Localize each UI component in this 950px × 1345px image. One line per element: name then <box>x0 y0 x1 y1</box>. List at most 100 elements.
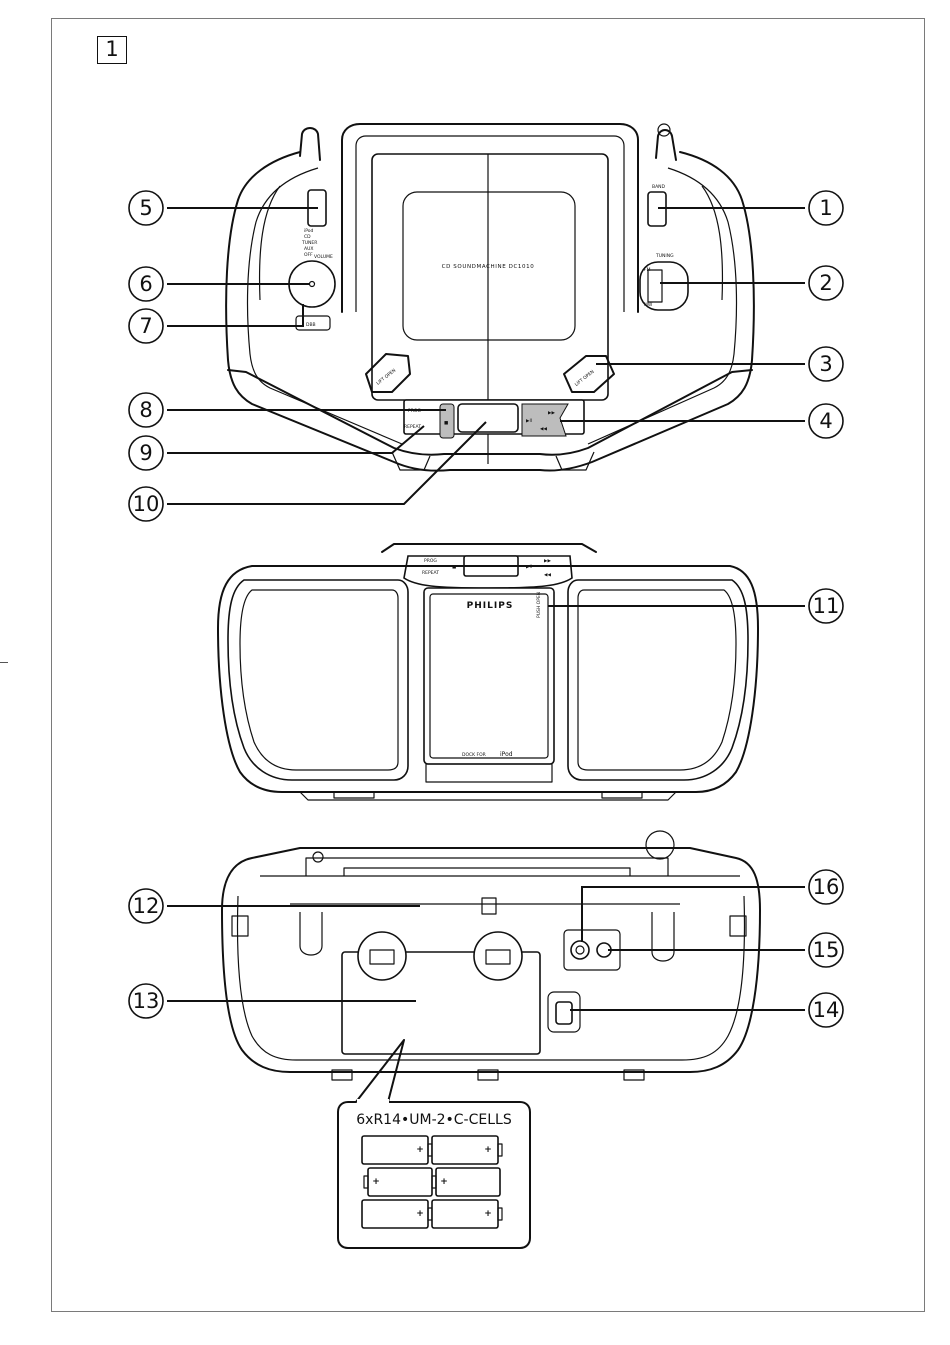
repeat-label: REPEAT <box>404 424 421 430</box>
battery-callout-frame <box>337 1039 531 1249</box>
callout-circle-4 <box>808 403 844 439</box>
stop-symbol: ■ <box>444 421 448 426</box>
cd-lid <box>371 153 609 401</box>
back-hook-right <box>729 915 747 937</box>
carry-handle <box>341 123 639 313</box>
back-body-outline <box>221 847 761 1073</box>
callout-number-9: 9 <box>139 441 152 465</box>
callout-circle-3 <box>808 346 844 382</box>
aux-in-jack-center <box>575 945 585 955</box>
lcd-display <box>457 403 519 433</box>
back-foot-left <box>331 1069 353 1081</box>
top-feet <box>391 451 595 471</box>
battery-callout: 6xR14•UM-2•C-CELLS + + + + + + <box>337 1039 531 1249</box>
push-open-label: PUSH OPEN <box>536 592 542 618</box>
callout-circle-13 <box>128 983 164 1019</box>
front-foot-left <box>333 791 375 799</box>
callout-circle-1 <box>808 190 844 226</box>
play-pause-symbol: ▶II <box>526 418 532 424</box>
antenna-right <box>655 129 677 161</box>
back-handle <box>305 857 669 876</box>
callout-circle-9 <box>128 435 164 471</box>
stop-button[interactable] <box>439 403 455 439</box>
back-bracket-left <box>299 912 323 956</box>
battery-cell-4-tip <box>431 1175 437 1189</box>
speaker-grille-left <box>227 579 409 781</box>
callout-number-11: 11 <box>813 594 840 618</box>
callout-number-14: 14 <box>813 998 840 1022</box>
antenna-knob <box>657 123 671 137</box>
source-label-4: OFF <box>304 252 313 258</box>
front-repeat-label: REPEAT <box>422 570 439 576</box>
back-view <box>221 830 761 1081</box>
dock-base <box>425 763 553 783</box>
callout-circle-8 <box>128 392 164 428</box>
transport-buttons[interactable] <box>521 403 569 437</box>
front-prog-label: PROG <box>424 558 437 564</box>
aux-in-jack[interactable] <box>570 940 590 960</box>
battery-cell-5-plus: + <box>416 1209 424 1219</box>
callout-circle-15 <box>808 932 844 968</box>
battery-latch-right-slot <box>485 949 511 965</box>
ipod-dock-inner <box>429 593 549 759</box>
dbb-button[interactable] <box>295 315 331 331</box>
mw-label: MW <box>644 302 653 308</box>
back-antenna-knob <box>645 830 675 860</box>
battery-cell-4-plus: + <box>440 1177 448 1187</box>
battery-latch-left[interactable] <box>357 931 407 981</box>
callout-number-12: 12 <box>133 894 160 918</box>
callout-circle-11 <box>808 588 844 624</box>
front-body-base <box>299 791 677 801</box>
top-body-outline <box>225 151 755 472</box>
battery-latch-right[interactable] <box>473 931 523 981</box>
callout-number-15: 15 <box>813 938 840 962</box>
tuning-label: TUNING <box>655 253 674 259</box>
back-body-inner <box>236 875 746 1061</box>
callout-number-16: 16 <box>813 875 840 899</box>
source-label-2: TUNER <box>301 240 317 246</box>
source-label-0: iPod <box>304 228 314 234</box>
ipod-dock-door[interactable] <box>423 587 555 765</box>
margin-tick <box>0 662 8 663</box>
leader-7 <box>167 304 304 327</box>
lift-open-tab-left <box>365 353 411 393</box>
source-label-3: AUX <box>304 246 313 252</box>
front-foot-right <box>601 791 643 799</box>
callout-circle-7 <box>128 308 164 344</box>
callout-circle-14 <box>808 992 844 1028</box>
back-hook-left <box>231 915 249 937</box>
tuning-knob[interactable] <box>639 261 689 311</box>
callout-number-7: 7 <box>139 314 152 338</box>
callout-number-2: 2 <box>819 271 832 295</box>
callout-circle-10 <box>128 486 164 522</box>
battery-cell-3-tip <box>363 1175 369 1189</box>
back-foot-middle <box>477 1069 499 1081</box>
back-bracket-right <box>651 912 675 962</box>
back-foot-right <box>623 1069 645 1081</box>
cd-window <box>402 191 576 341</box>
leader-9 <box>167 425 425 454</box>
figure-number-box: 1 <box>97 36 127 64</box>
battery-cell-3-plus: + <box>372 1177 380 1187</box>
figure-frame <box>51 18 925 1312</box>
front-stop-symbol: ■ <box>452 565 456 570</box>
antenna-left <box>299 127 321 161</box>
figure-number: 1 <box>105 37 119 61</box>
callout-number-8: 8 <box>139 398 152 422</box>
battery-cell-2-tip <box>497 1143 503 1157</box>
battery-cell-6-tip <box>497 1207 503 1221</box>
callout-number-10: 10 <box>133 492 160 516</box>
battery-spec-label: 6xR14•UM-2•C-CELLS <box>356 1112 512 1128</box>
ac-mains-socket[interactable] <box>555 1001 573 1025</box>
lift-open-tab-right <box>563 355 615 393</box>
leader-10 <box>167 421 487 505</box>
battery-cell-6-plus: + <box>484 1209 492 1219</box>
leader-16 <box>581 886 805 942</box>
callout-number-3: 3 <box>819 352 832 376</box>
callout-number-5: 5 <box>139 196 152 220</box>
ac-socket-housing <box>547 991 581 1033</box>
tuning-scale <box>647 269 663 303</box>
callout-number-4: 4 <box>819 409 832 433</box>
callout-circle-5 <box>128 190 164 226</box>
